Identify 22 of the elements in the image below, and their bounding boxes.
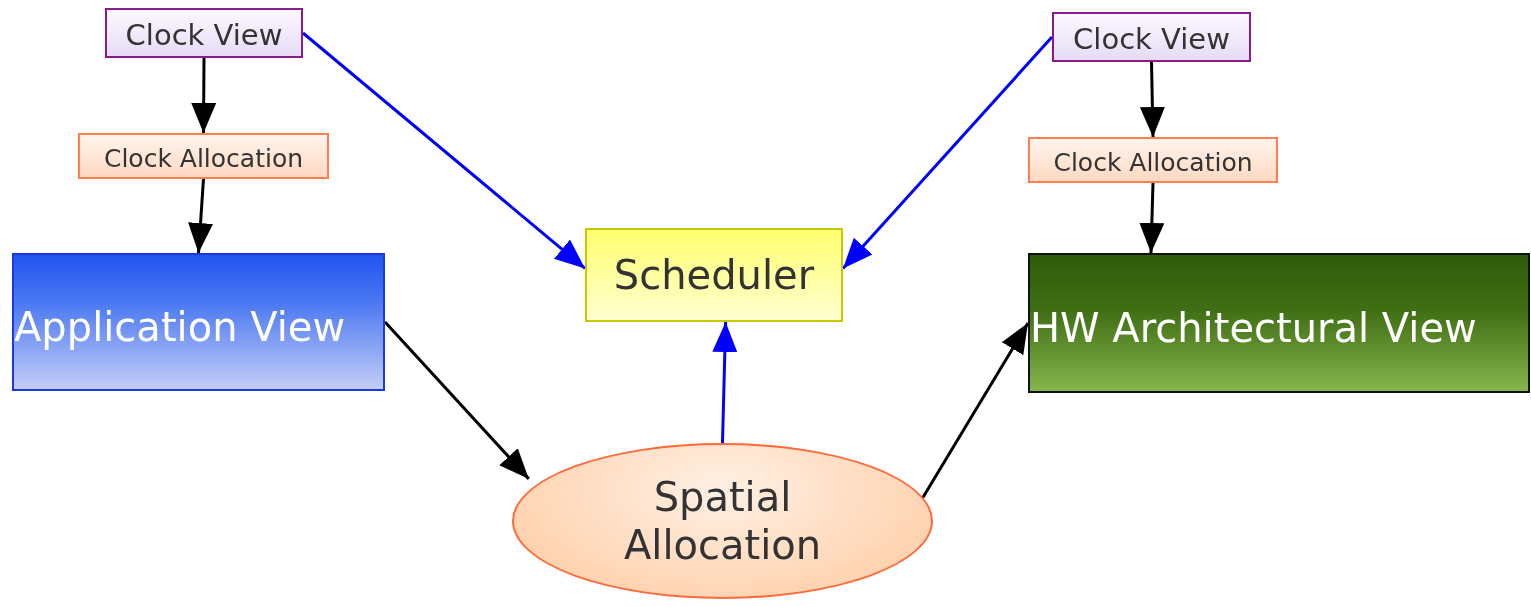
clock-view-box xyxy=(1052,12,1251,62)
arrow xyxy=(188,178,213,254)
node-label: Scheduler xyxy=(613,251,815,299)
node-label: Clock Allocation xyxy=(103,144,304,174)
view-box xyxy=(12,253,385,391)
scheduler-box xyxy=(585,228,843,322)
arrow xyxy=(302,31,586,270)
clock-allocation-box xyxy=(78,133,329,179)
node-label: Spatial Allocation xyxy=(622,473,823,569)
node-label: HW Architectural View xyxy=(1030,304,1477,352)
view-box xyxy=(1028,253,1530,393)
node-label: Clock Allocation xyxy=(1053,148,1253,178)
node-label: Clock View xyxy=(125,17,283,53)
node-label: Clock View xyxy=(1073,21,1230,57)
clock-view-box xyxy=(105,8,303,58)
arrow xyxy=(1139,61,1165,138)
arrow xyxy=(712,321,738,444)
clock-allocation-box xyxy=(1028,137,1278,183)
arrow xyxy=(1139,182,1165,254)
arrow xyxy=(921,322,1030,499)
node-label: Application View xyxy=(14,303,346,351)
arrow xyxy=(191,58,217,133)
